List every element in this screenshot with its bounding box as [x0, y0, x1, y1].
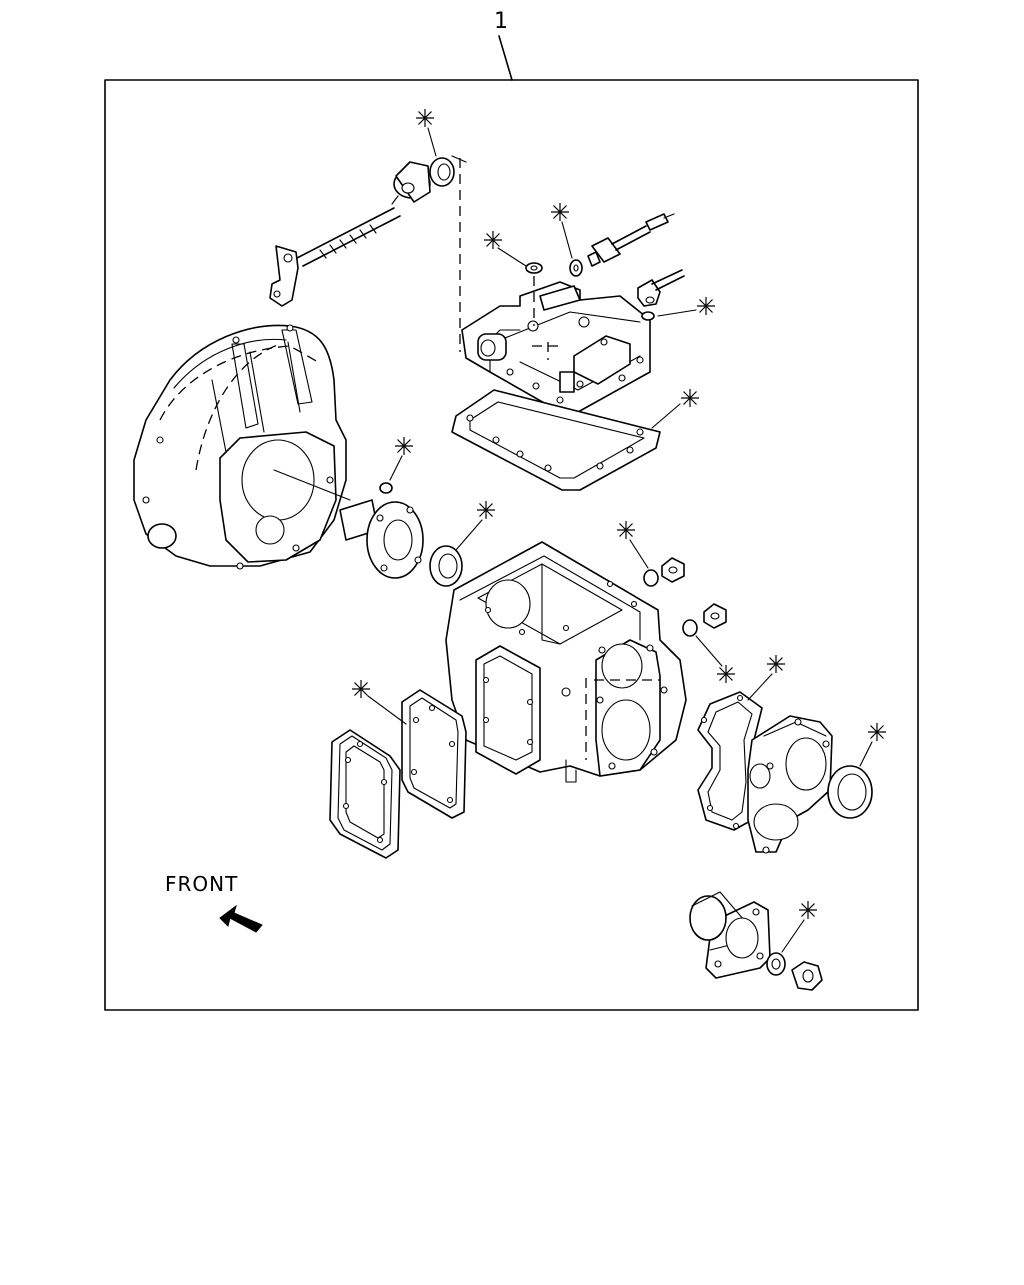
drain-plug-lower: [703, 603, 727, 629]
transmission-case: [445, 541, 687, 783]
diagram-frame: [104, 79, 919, 1011]
rear-cover: [747, 715, 833, 854]
flange-nut: [791, 961, 823, 991]
retainer-oil-seal: [429, 500, 496, 587]
shift-cover-gasket: [451, 388, 700, 491]
o-ring: [379, 436, 414, 494]
pto-cover: [329, 729, 401, 859]
flange-washer: [766, 900, 818, 976]
rear-oil-seal: [827, 722, 887, 819]
shaft-oil-seal: [415, 108, 455, 187]
rear-cover-gasket: [697, 654, 786, 831]
shift-cover-housing: [461, 281, 651, 413]
washer-top-left: [483, 230, 543, 326]
drain-plug-washer-lower: [682, 619, 736, 684]
item-number-label: 1: [494, 9, 508, 34]
washer-top-center: [550, 202, 583, 277]
drain-plug-upper: [661, 557, 685, 583]
pto-gasket: [351, 679, 467, 819]
companion-flange: [689, 891, 771, 979]
item-number-leader: [498, 35, 513, 81]
breather-washer: [641, 296, 716, 321]
front-bearing-retainer: [339, 499, 424, 579]
breather: [637, 269, 685, 307]
drain-plug-washer-upper: [616, 520, 659, 587]
front-label: FRONT: [165, 872, 238, 896]
clutch-housing: [133, 324, 351, 570]
front-arrow-icon: [219, 904, 263, 933]
shaft-bushing: [391, 161, 431, 205]
shift-lever-shaft: [269, 207, 401, 307]
neutral-switch: [587, 213, 675, 267]
